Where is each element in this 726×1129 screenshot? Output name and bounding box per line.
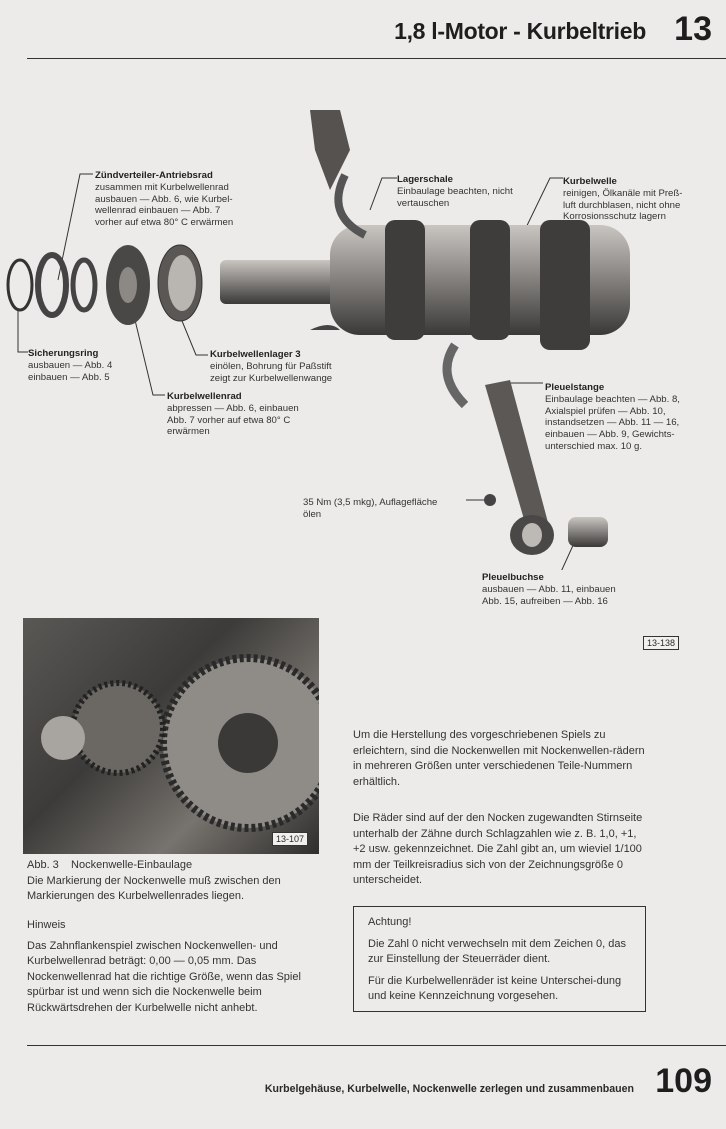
bearing-cap (310, 110, 350, 190)
paragraph-spiel: Um die Herstellung des vorgeschriebenen … (353, 729, 645, 788)
callout-crankshaft: Kurbelwelle reinigen, Ölkanäle mit Preß-… (563, 176, 683, 223)
footer-section-title: Kurbelgehäuse, Kurbelwelle, Nockenwelle … (264, 1083, 634, 1095)
footer-rule (27, 1045, 726, 1046)
figure3-caption: Abb. 3 Nockenwelle-Einbaulage Die Markie… (27, 858, 327, 905)
callout-connecting-rod: Pleuelstange Einbaulage beachten — Abb. … (545, 382, 680, 452)
figure3-caption-text: Die Markierung der Nockenwelle muß zwisc… (27, 874, 281, 903)
achtung-text-1: Die Zahl 0 nicht verwechseln mit dem Zei… (368, 937, 627, 966)
chapter-number: 13 (674, 10, 712, 48)
figure-number: 13-138 (643, 636, 680, 650)
paragraph-schlagzahlen: Die Räder sind auf der den Nocken zugewa… (353, 812, 643, 887)
callout-crankshaft-gear: Kurbelwellenrad abpressen — Abb. 6, einb… (167, 391, 299, 438)
callout-crankshaft-bearing-3: Kurbelwellenlager 3 einölen, Bohrung für… (210, 349, 333, 384)
hinweis-title: Hinweis (27, 919, 66, 931)
gear-photo-illustration (41, 654, 337, 832)
achtung-text-2: Für die Kurbelwellenräder ist keine Unte… (368, 974, 622, 1003)
photo-figure-number: 13-107 (272, 832, 309, 846)
page-number: 109 (655, 1062, 712, 1100)
snap-ring (6, 258, 34, 312)
camshaft-gear-photo: 13-107 (23, 618, 337, 854)
connecting-rod (485, 380, 550, 540)
callout-ignition-drive-gear: Zündverteiler-Antriebsrad zusammen mit K… (95, 170, 234, 229)
callout-conrod-bushing: Pleuelbuchse ausbauen — Abb. 11, einbaue… (482, 572, 616, 607)
crankshaft (220, 260, 340, 304)
crankshaft-exploded-illustration (6, 110, 630, 570)
header-rule (27, 58, 726, 59)
achtung-box: Achtung! Die Zahl 0 nicht verwechseln mi… (353, 906, 646, 1012)
figure3-caption-title: Abb. 3 Nockenwelle-Einbaulage (27, 859, 193, 871)
hinweis-section: Hinweis Das Zahnflankenspiel zwischen No… (27, 918, 327, 1017)
conrod-bushing (568, 517, 608, 547)
achtung-title: Achtung! (368, 916, 412, 928)
page-title: 1,8 l-Motor - Kurbeltrieb (394, 18, 646, 44)
hinweis-text: Das Zahnflankenspiel zwischen Nockenwell… (27, 939, 301, 1014)
